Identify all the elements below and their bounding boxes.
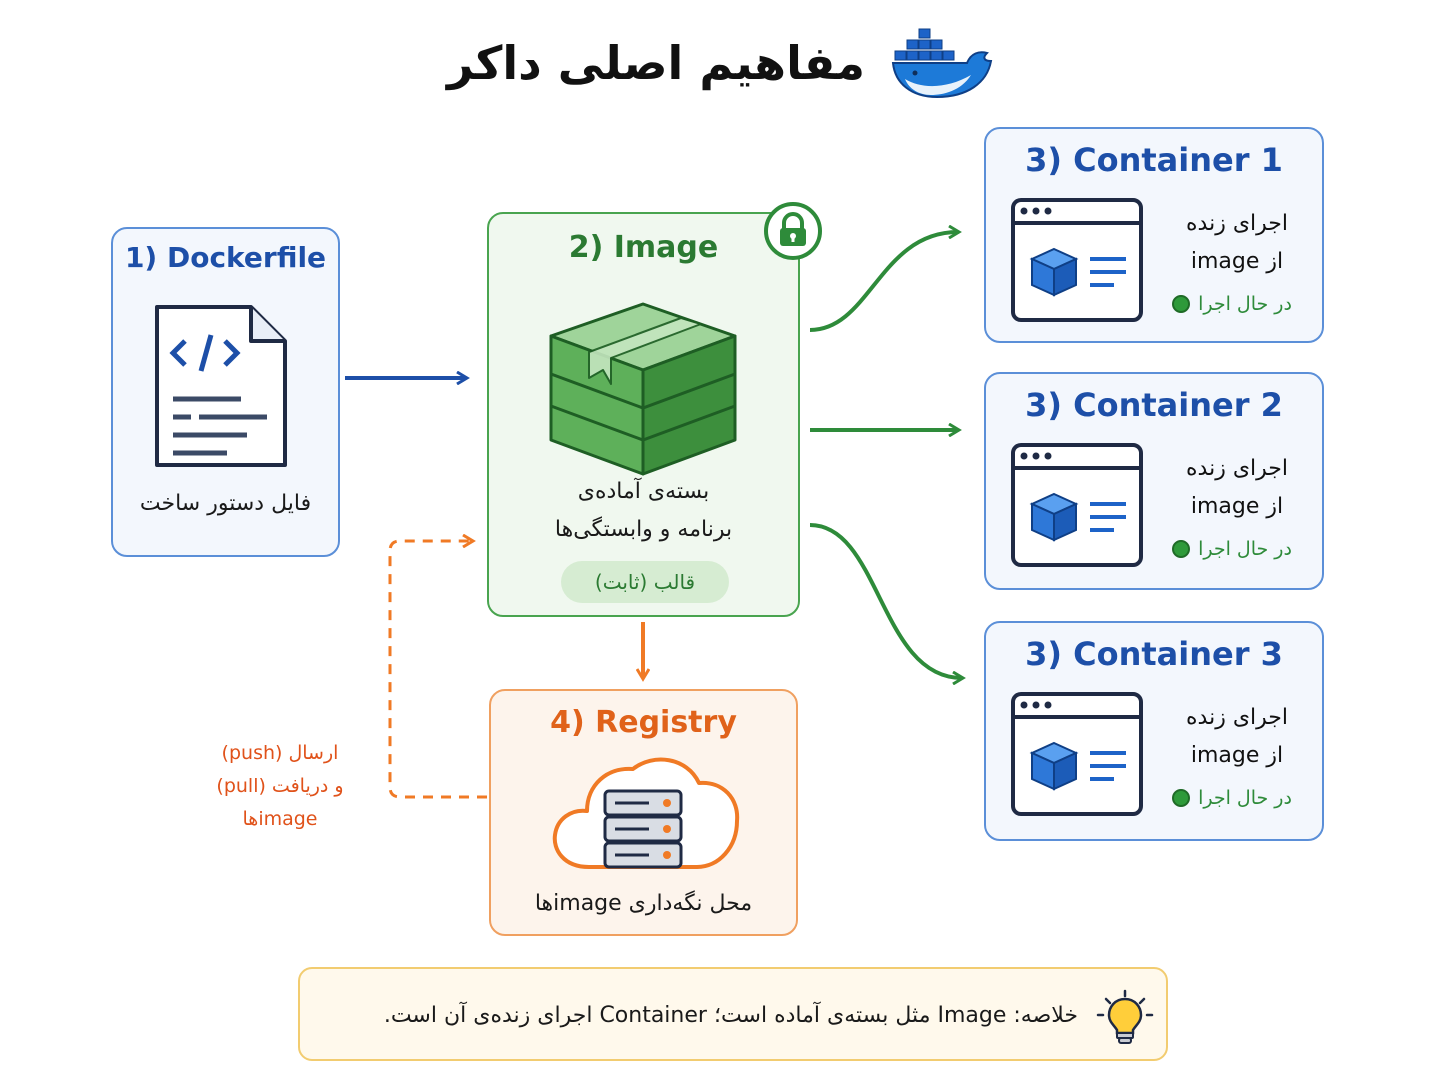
container-1-box: 3) Container 1 اجرای زنده از image در حا… — [984, 127, 1324, 343]
container-2-desc-line-1: اجرای زنده — [1186, 456, 1288, 481]
registry-box: 4) Registry محل نگه‌داری imageها — [489, 689, 798, 936]
container-3-status: در حال اجرا — [1162, 787, 1302, 809]
container-1-status: در حال اجرا — [1162, 293, 1302, 315]
browser-window-icon — [1011, 198, 1143, 322]
browser-window-icon — [1011, 443, 1143, 567]
registry-caption: محل نگه‌داری imageها — [534, 891, 753, 916]
code-file-icon — [155, 305, 287, 467]
running-status-dot-icon — [1172, 789, 1191, 807]
container-1-title: 3) Container 1 — [1025, 141, 1283, 179]
container-1-desc-line-2: از image — [1190, 249, 1284, 274]
container-2-desc-line-2: از image — [1190, 494, 1284, 519]
container-2-status-text: در حال اجرا — [1198, 538, 1292, 560]
container-3-desc-line-2: از image — [1190, 743, 1284, 768]
cloud-server-icon — [552, 757, 740, 869]
container-2-box: 3) Container 2 اجرای زنده از image در حا… — [984, 372, 1324, 590]
registry-title: 4) Registry — [550, 705, 737, 740]
immutable-template-badge: قالب (ثابت) — [561, 561, 729, 603]
dockerfile-box: 1) Dockerfile فایل دستور ساخت — [111, 227, 340, 557]
push-pull-note-line-2: و دریافت (pull) — [216, 775, 344, 797]
summary-text: خلاصه: Image مثل بسته‌ی آماده است؛ Conta… — [383, 1003, 1078, 1028]
dockerfile-caption: فایل دستور ساخت — [139, 491, 312, 516]
push-pull-note-line-1: ارسال (push) — [221, 742, 339, 764]
page-title: مفاهیم اصلی داکر — [447, 36, 865, 90]
lightbulb-icon — [1096, 989, 1154, 1044]
image-title: 2) Image — [568, 230, 719, 265]
container-3-box: 3) Container 3 اجرای زنده از image در حا… — [984, 621, 1324, 841]
container-3-title: 3) Container 3 — [1025, 635, 1283, 673]
push-pull-note-line-3: imageها — [242, 808, 318, 830]
image-caption-line-2: برنامه و وابستگی‌ها — [554, 517, 733, 542]
running-status-dot-icon — [1172, 540, 1191, 558]
title-row: مفاهیم اصلی داکر — [0, 18, 1448, 108]
container-1-status-text: در حال اجرا — [1198, 293, 1292, 315]
arrow-image-to-container-1 — [809, 232, 958, 332]
lock-icon — [764, 202, 822, 260]
dockerfile-title: 1) Dockerfile — [124, 241, 327, 274]
arrow-image-to-container-3 — [809, 523, 962, 678]
package-box-icon — [549, 302, 737, 476]
image-caption-line-1: بسته‌ی آماده‌ی — [577, 479, 710, 504]
summary-box: خلاصه: Image مثل بسته‌ی آماده است؛ Conta… — [298, 967, 1168, 1061]
docker-whale-icon — [891, 28, 993, 99]
container-3-status-text: در حال اجرا — [1198, 787, 1292, 809]
image-box: 2) Image بسته‌ی آماده‌ی برنامه و وابستگی… — [487, 212, 800, 617]
container-2-status: در حال اجرا — [1162, 538, 1302, 560]
container-3-desc-line-1: اجرای زنده — [1186, 705, 1288, 730]
running-status-dot-icon — [1172, 295, 1191, 313]
arrow-registry-to-image-dashed — [388, 541, 487, 799]
container-1-desc-line-1: اجرای زنده — [1186, 211, 1288, 236]
container-2-title: 3) Container 2 — [1025, 386, 1283, 424]
browser-window-icon — [1011, 692, 1143, 816]
